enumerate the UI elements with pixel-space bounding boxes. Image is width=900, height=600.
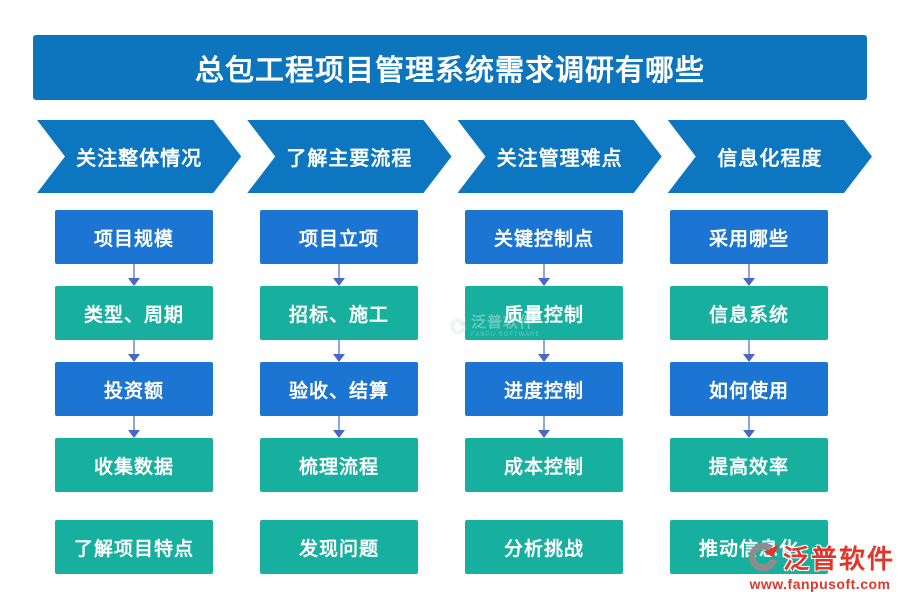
down-arrow-connector — [260, 340, 418, 362]
flow-box: 项目立项 — [260, 210, 418, 264]
stage-label: 关注管理难点 — [496, 148, 623, 170]
row-gap — [465, 492, 623, 520]
down-arrow-connector — [260, 264, 418, 286]
down-arrow-connector — [55, 264, 213, 286]
down-arrow-connector — [465, 416, 623, 438]
flow-box: 成本控制 — [465, 438, 623, 492]
flow-column-difficulty: 关键控制点 质量控制 进度控制 成本控制 分析挑战 — [465, 210, 623, 574]
down-arrow-connector — [465, 264, 623, 286]
down-arrow-connector — [260, 416, 418, 438]
flow-box: 分析挑战 — [465, 520, 623, 574]
flow-box: 招标、施工 — [260, 286, 418, 340]
brand-name: 泛普软件 — [782, 544, 895, 574]
flow-box: 信息系统 — [670, 286, 828, 340]
stage-label: 关注整体情况 — [76, 148, 203, 170]
flow-box: 项目规模 — [55, 210, 213, 264]
page-title: 总包工程项目管理系统需求调研有哪些 — [194, 54, 705, 87]
flow-box: 如何使用 — [670, 362, 828, 416]
row-gap — [260, 492, 418, 520]
flow-box: 发现问题 — [260, 520, 418, 574]
stage-label: 了解主要流程 — [286, 148, 413, 170]
stage-chevron-process: 了解主要流程 — [247, 120, 451, 193]
flow-box: 了解项目特点 — [55, 520, 213, 574]
stage-chevron-difficulty: 关注管理难点 — [458, 120, 662, 193]
brand-url: www.fanpusoft.com — [749, 576, 891, 592]
stage-label: 信息化程度 — [717, 148, 823, 170]
flow-box: 质量控制 — [465, 286, 623, 340]
flow-box: 提高效率 — [670, 438, 828, 492]
flow-box: 关键控制点 — [465, 210, 623, 264]
flow-box: 梳理流程 — [260, 438, 418, 492]
row-gap — [55, 492, 213, 520]
fanpu-logo-icon — [748, 542, 780, 571]
flow-box: 验收、结算 — [260, 362, 418, 416]
flow-columns: 项目规模 类型、周期 投资额 收集数据 了解项目特点 项目立项 招标、施工 验收… — [55, 210, 828, 574]
flow-box: 类型、周期 — [55, 286, 213, 340]
flow-column-overall: 项目规模 类型、周期 投资额 收集数据 了解项目特点 — [55, 210, 213, 574]
down-arrow-connector — [465, 340, 623, 362]
down-arrow-connector — [670, 264, 828, 286]
flow-column-informatization: 采用哪些 信息系统 如何使用 提高效率 推动信息化 — [670, 210, 828, 574]
flow-box: 采用哪些 — [670, 210, 828, 264]
brand-row: 泛普软件 — [745, 539, 895, 576]
flow-box: 投资额 — [55, 362, 213, 416]
stage-chevron-band: 关注整体情况 了解主要流程 关注管理难点 信息化程度 — [37, 120, 872, 193]
flow-box: 收集数据 — [55, 438, 213, 492]
flow-column-process: 项目立项 招标、施工 验收、结算 梳理流程 发现问题 — [260, 210, 418, 574]
flow-box: 进度控制 — [465, 362, 623, 416]
fanpu-brandmark: 泛普软件 www.fanpusoft.com — [745, 539, 895, 592]
down-arrow-connector — [670, 416, 828, 438]
stage-chevron-overall: 关注整体情况 — [37, 120, 241, 193]
down-arrow-connector — [670, 340, 828, 362]
page-title-bar: 总包工程项目管理系统需求调研有哪些 — [33, 35, 867, 100]
down-arrow-connector — [55, 340, 213, 362]
stage-chevron-informatization: 信息化程度 — [668, 120, 872, 193]
down-arrow-connector — [55, 416, 213, 438]
row-gap — [670, 492, 828, 520]
